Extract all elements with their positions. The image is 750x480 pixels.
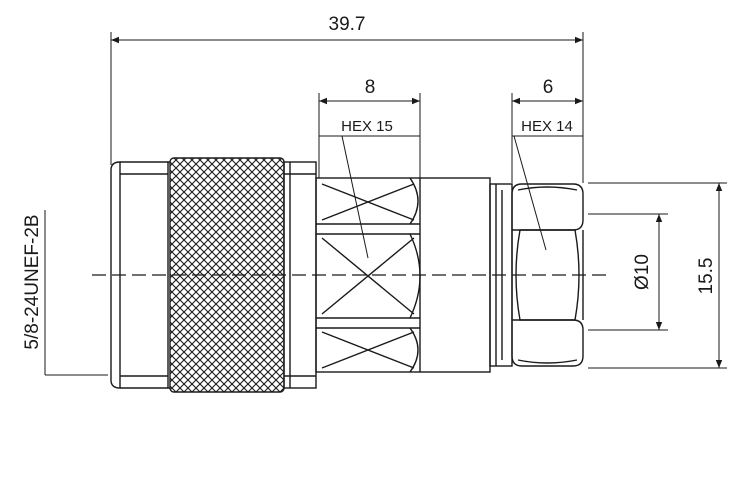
hex14-callout: HEX 14 [521, 118, 573, 135]
overall-diameter-label: 15.5 [696, 258, 717, 295]
thread-spec-label: 5/8-24UNEF-2B [22, 214, 43, 349]
overall-length-label: 39.7 [329, 14, 366, 35]
leader-lines [341, 135, 547, 259]
hex14-width-label: 6 [543, 77, 554, 98]
knurled-grip [169, 157, 285, 393]
hex15-width-label: 8 [365, 77, 376, 98]
hex15-callout: HEX 15 [341, 118, 393, 135]
bore-diameter-label: Ø10 [632, 254, 653, 290]
dimension-lines [111, 36, 723, 368]
nut-front-ring [110, 161, 121, 389]
extension-lines [44, 32, 727, 376]
